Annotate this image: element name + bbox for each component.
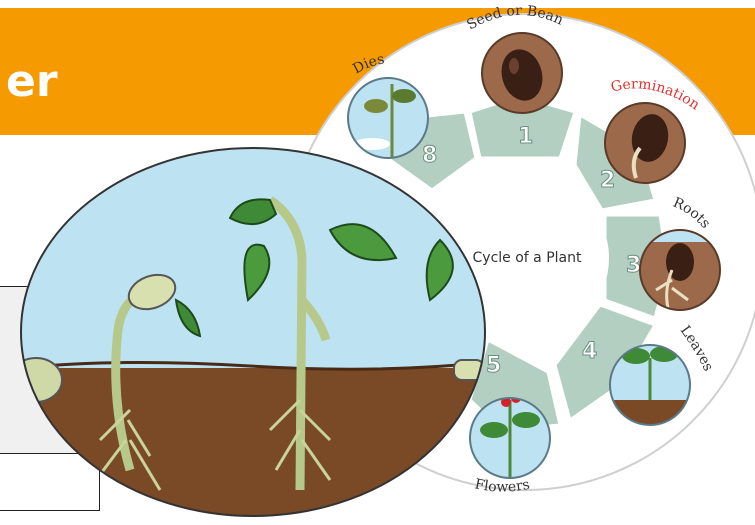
soil [0, 368, 500, 525]
